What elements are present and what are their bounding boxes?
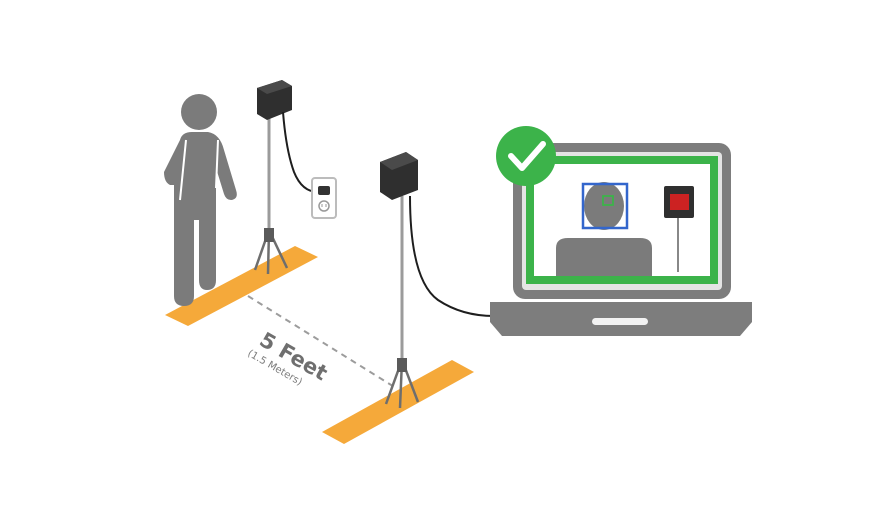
person-icon <box>164 94 237 306</box>
floor-marker-left <box>165 246 318 326</box>
checkmark-icon <box>496 126 556 186</box>
distance-line <box>247 295 397 389</box>
left-device-icon <box>257 80 292 120</box>
left-device-cable <box>282 111 319 193</box>
laptop-screen <box>526 156 718 284</box>
face-detection-box <box>581 182 629 230</box>
screen-person-icon <box>556 182 652 276</box>
floor-marker-right <box>322 360 474 444</box>
distance-label-group: 5 Feet (1.5 Meters) <box>246 328 332 389</box>
face-detection-target <box>602 195 614 206</box>
right-device-stand <box>384 196 420 409</box>
power-outlet-icon <box>311 177 337 219</box>
left-device-stand <box>253 118 289 275</box>
screen-device-icon <box>664 186 694 272</box>
right-device-cable <box>409 195 495 317</box>
right-device-icon <box>380 152 418 200</box>
